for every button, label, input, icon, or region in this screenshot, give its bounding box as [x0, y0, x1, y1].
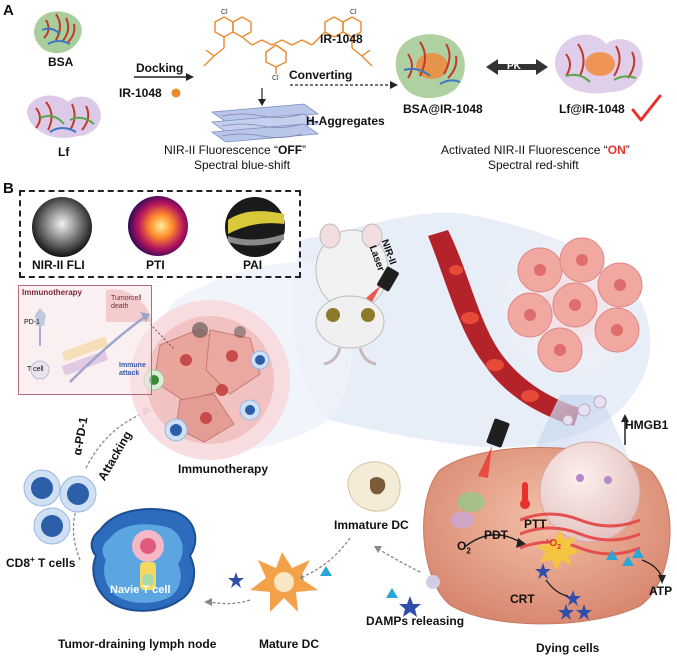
immature-dc-label: Immature DC [334, 518, 409, 532]
imaging-frame [19, 190, 301, 278]
inset-pd1-label: PD-1 [24, 319, 40, 326]
fluorescence-on-caption: Activated NIR-II Fluorescence “ON” [441, 143, 630, 157]
on-word: ON [607, 143, 626, 157]
ir1048-left-label: IR-1048 [119, 86, 162, 100]
immunotherapy-inset [18, 285, 152, 395]
fluorescence-off-caption: NIR-II Fluorescence “OFF” [164, 143, 307, 157]
immunotherapy-tumor-icon [130, 300, 290, 460]
blood-vessel-icon [428, 230, 580, 426]
lymph-node-icon [90, 508, 197, 612]
mature-dc-icon [250, 552, 318, 612]
svg-text:Cl: Cl [350, 9, 357, 16]
tumor-cluster-icon [498, 233, 643, 377]
h-aggregates-icon [210, 103, 320, 143]
cd8-label: CD8+ T cells [6, 555, 76, 570]
pai-label: PAI [243, 258, 263, 272]
bsa-protein-icon [34, 11, 82, 54]
lf-complex-label: Lf@IR-1048 [559, 102, 625, 116]
singlet-oxygen-label: ¹O2 [546, 538, 562, 551]
immature-dc-icon [347, 461, 401, 512]
check-icon [631, 94, 662, 122]
lymph-node-label: Tumor-draining lymph node [58, 637, 217, 651]
lf-protein-icon [27, 95, 101, 138]
cd8-t-cells-icon [23, 469, 97, 545]
docking-label: Docking [136, 61, 184, 75]
ir1048-molecule-icon [203, 16, 373, 74]
bsa-complex-icon [395, 34, 465, 99]
pdt-label: PDT [484, 528, 508, 542]
pk-label: PK [507, 61, 521, 72]
damps-label: DAMPs releasing [366, 614, 465, 628]
lf-label: Lf [58, 145, 70, 159]
mature-dc-label: Mature DC [259, 637, 320, 651]
red-shift-caption: Spectral red-shift [488, 158, 579, 172]
inset-tcell-label: T cell [27, 366, 44, 373]
blue-shift-caption: Spectral blue-shift [194, 158, 291, 172]
pti-thumbnail [128, 196, 188, 256]
svg-text:Cl: Cl [221, 9, 228, 16]
pai-thumbnail [225, 197, 285, 257]
converting-label: Converting [289, 68, 353, 82]
o2-label: O2 [457, 539, 471, 556]
navie-t-cell-label: Navie T cell [110, 584, 171, 596]
h-aggregates-label: H-Aggregates [306, 114, 385, 128]
ptt-label: PTT [524, 517, 547, 531]
crt-label: CRT [510, 592, 535, 606]
lf-complex-icon [555, 34, 643, 94]
svg-text:Cl: Cl [272, 75, 279, 82]
inset-title: Immunotherapy [22, 288, 83, 297]
off-word: OFF [278, 143, 303, 157]
bsa-complex-label: BSA@IR-1048 [403, 102, 483, 116]
dying-cell-icon [423, 395, 671, 625]
inset-death-label: Tumorcell death [111, 295, 142, 310]
nir-ii-fli-thumbnail [32, 197, 92, 257]
bsa-label: BSA [48, 55, 74, 69]
mouse-icon [315, 223, 389, 366]
ir1048-top-label: IR-1048 [320, 32, 363, 46]
hmgb1-label: HMGB1 [625, 418, 669, 432]
inset-attack-label: Immune attack [119, 362, 146, 377]
nir-ii-fli-label: NIR-II FLI [32, 258, 85, 272]
panel-b-letter: B [3, 180, 14, 197]
immunotherapy-label: Immunotherapy [178, 462, 269, 476]
atp-label: ATP [649, 584, 673, 598]
dying-cells-label: Dying cells [536, 641, 600, 655]
panel-a-letter: A [3, 2, 14, 19]
pti-label: PTI [146, 258, 165, 272]
